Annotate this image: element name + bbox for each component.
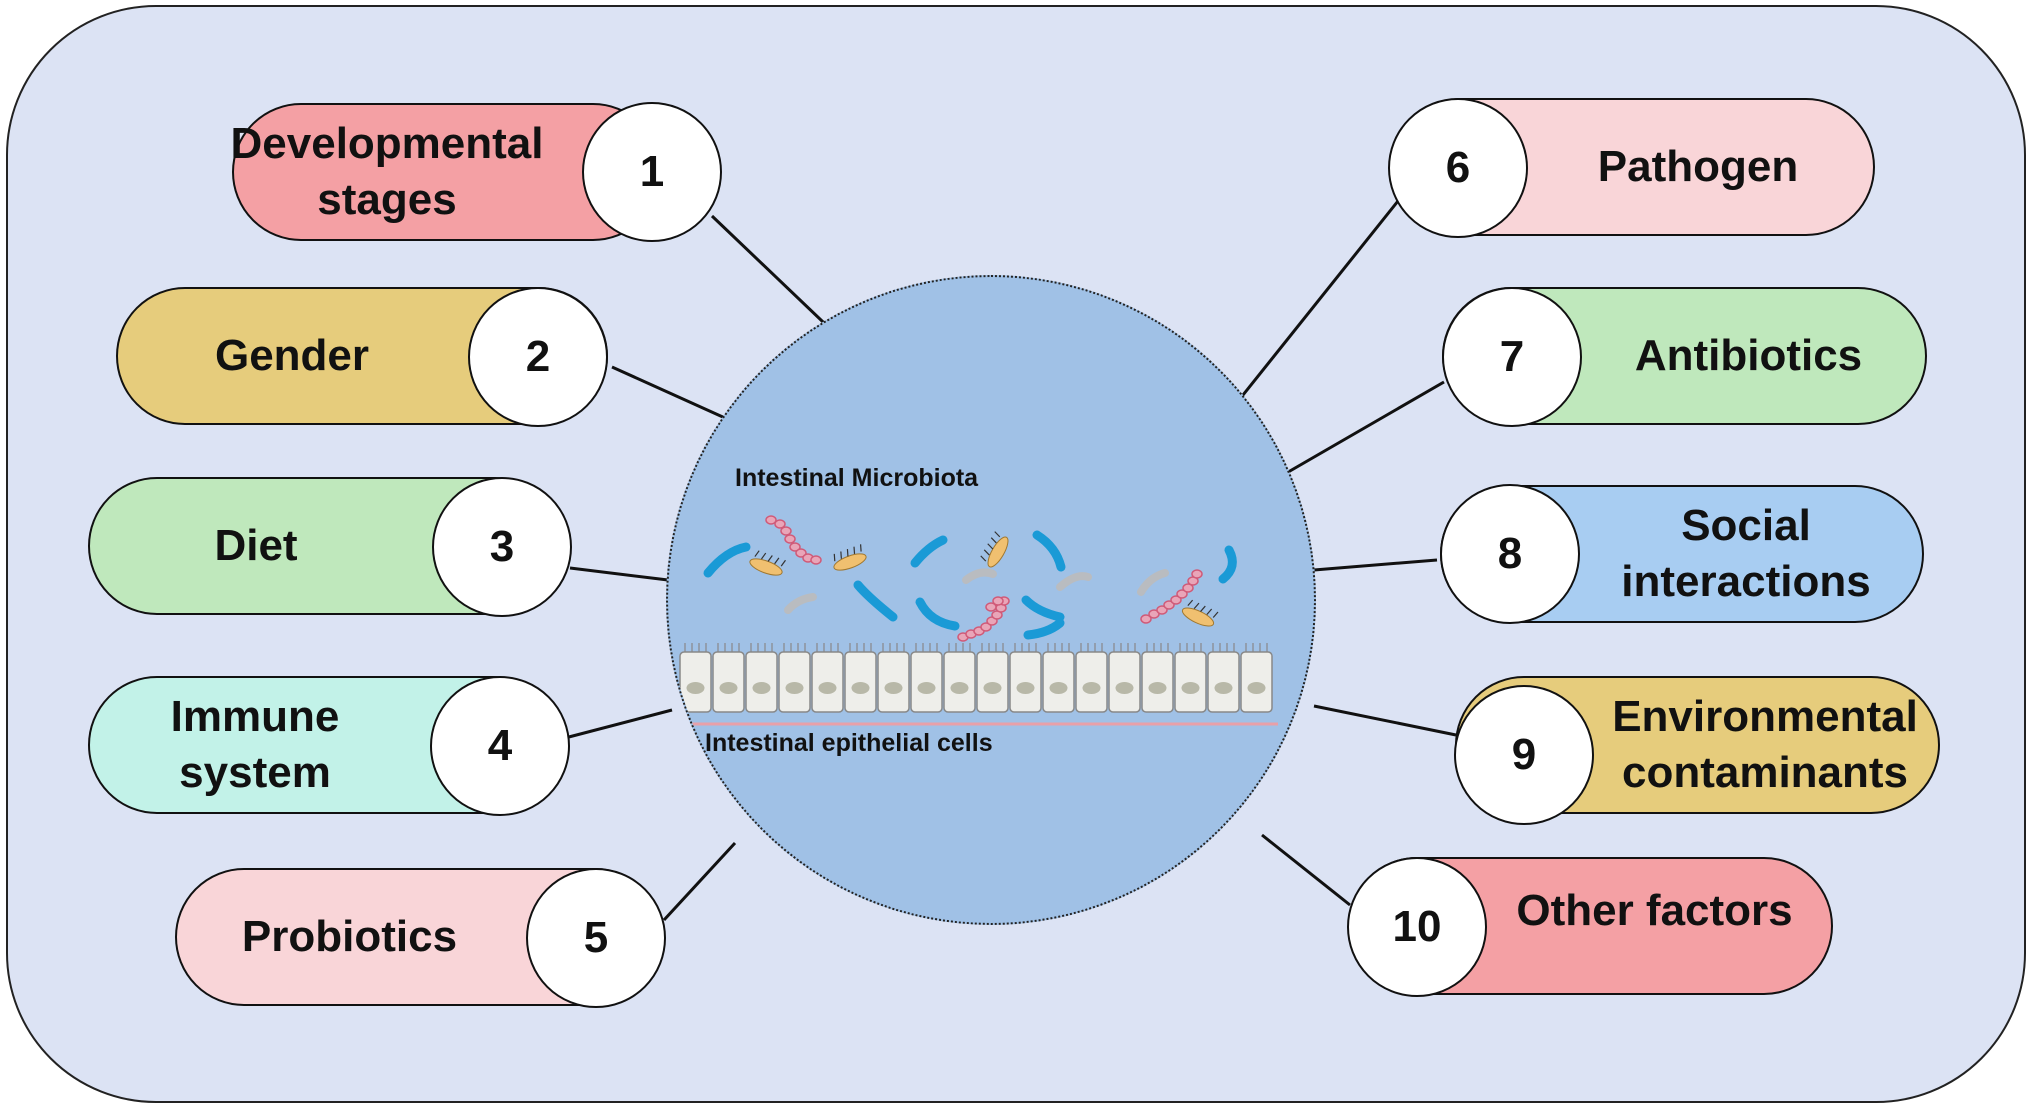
factor-number-badge: 10 [1347,857,1487,997]
factor-label: Developmental stages [230,119,544,224]
chain-bacterium-cell [1140,614,1152,624]
chain-bacterium-cell [780,526,792,536]
factor-label: Environmental contaminants [1612,692,1918,797]
microbiota-circle: Intestinal Microbiota Intestinal epithel… [666,275,1316,925]
flagellated-bacterium [1181,599,1219,627]
gray-bacterium [1137,569,1169,596]
cell-nucleus [719,682,738,694]
chain-bacterium-cell [980,622,992,632]
blue-bacterium [853,580,898,622]
factor-label: Gender [214,331,370,380]
cell-nucleus [950,682,969,694]
chain-bacterium-cell [784,534,796,544]
factor-label: Antibiotics [1634,331,1863,380]
cell-nucleus [983,682,1002,694]
blue-bacterium [703,542,751,578]
microbiota-label: Intestinal Microbiota [735,464,979,492]
connector-line [569,566,669,582]
connector-line [662,841,737,922]
chain-bacterium-cell [810,555,822,565]
chain-bacterium-cell [992,596,1004,606]
connector-line [1282,380,1445,477]
chain-bacterium-cell [1176,589,1188,599]
chain-bacterium-cell [789,542,801,552]
gray-bacterium [962,568,997,584]
connector-line [564,708,673,740]
cell-nucleus [1247,682,1266,694]
factor-label: Immune system [170,692,340,797]
cell-nucleus [1082,682,1101,694]
flagellated-bacterium [749,550,786,576]
chain-bacterium-cell [765,515,777,525]
factor-number-badge: 6 [1388,98,1528,238]
cell-nucleus [1016,682,1035,694]
blue-bacterium [1023,618,1065,640]
cell-nucleus [686,682,705,694]
connector-line [1229,195,1404,411]
epithelial-label: Intestinal epithelial cells [705,729,993,757]
cell-nucleus [917,682,936,694]
blue-bacterium [1021,595,1065,622]
factor-label: Other factors [1516,886,1793,935]
cell-nucleus [818,682,837,694]
chain-bacterium-cell [1191,569,1203,579]
connector-line [1261,833,1351,907]
factor-number-badge: 1 [582,102,722,242]
blue-bacterium [910,535,948,568]
cell-nucleus [752,682,771,694]
chain-bacterium-cell [1170,595,1182,605]
chain-bacterium-cell [774,519,786,529]
gray-bacterium [784,593,817,614]
factor-number-badge: 8 [1440,484,1580,624]
blue-bacterium [915,597,960,631]
cell-nucleus [851,682,870,694]
factor-number-badge: 2 [468,287,608,427]
connector-line [1313,704,1457,737]
factor-number-badge: 7 [1442,287,1582,427]
connector-line [1313,558,1438,572]
factor-label: Social interactions [1621,501,1871,606]
chain-bacterium-cell [1163,600,1175,610]
cell-nucleus [1049,682,1068,694]
factor-label: Diet [214,521,298,570]
chain-bacterium-cell [985,602,997,612]
blue-bacterium [1032,530,1066,572]
factor-number-badge: 5 [526,868,666,1008]
factor-label: Pathogen [1597,142,1799,191]
factor-number-badge: 4 [430,676,570,816]
factor-label: Probiotics [241,912,458,961]
chain-bacterium-cell [795,548,807,558]
flagellated-bacterium [833,544,867,571]
blue-bacterium [1218,545,1237,584]
gray-bacterium [1056,572,1092,591]
factor-number-badge: 3 [432,477,572,617]
cell-nucleus [884,682,903,694]
chain-bacterium-cell [1156,605,1168,615]
cell-nucleus [1115,682,1134,694]
flagellated-bacterium [980,531,1009,568]
cell-nucleus [1148,682,1167,694]
cell-nucleus [1214,682,1233,694]
factor-number-badge: 9 [1454,685,1594,825]
cell-nucleus [1181,682,1200,694]
microbiota-illustration [679,515,1278,726]
chain-bacterium-cell [1182,583,1194,593]
cell-nucleus [785,682,804,694]
